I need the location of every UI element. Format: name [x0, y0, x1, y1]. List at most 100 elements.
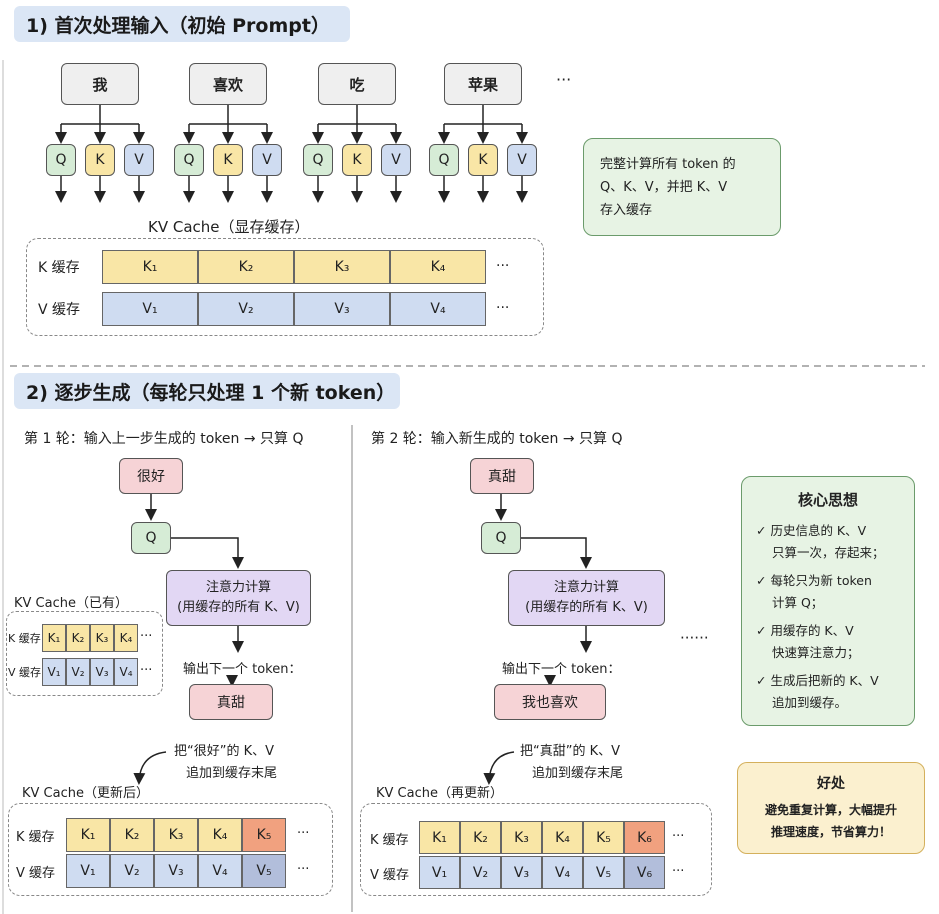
k-cache-cell: K₅ [583, 821, 624, 854]
v-row-ellipsis: ··· [496, 300, 510, 316]
token-box-4: 苹果 [444, 63, 522, 105]
benefit-line2: 推理速度，节省算力！ [770, 825, 891, 839]
token-box-3: 吃 [318, 63, 396, 105]
core-idea-line: 追加到缓存。 [772, 695, 848, 710]
section2-title: 2) 逐步生成（每轮只处理 1 个新 token） [14, 373, 400, 409]
round1-cache-title: KV Cache（已有） [14, 596, 128, 611]
round2-append-line2: 追加到缓存末尾 [532, 766, 624, 781]
round1-u-k-label: K 缓存 [16, 830, 55, 845]
v-cache-cell: V₄ [198, 854, 242, 888]
round1-u-k-ellipsis: ··· [297, 826, 310, 841]
round2-more-ellipsis: ······ [680, 629, 709, 647]
v-cache-cell: V₄ [542, 856, 583, 889]
round2-q-box: Q [481, 522, 521, 554]
token-box-1: 我 [61, 63, 139, 105]
round1-heading: 第 1 轮：输入上一步生成的 token → 只算 Q [24, 431, 304, 447]
v-cache-cell: V₂ [110, 854, 154, 888]
v-cache-cell: V₄ [114, 658, 138, 686]
benefit-title: 好处 [817, 776, 845, 792]
round2-u-k-label: K 缓存 [370, 833, 409, 848]
kv-cache-title: KV Cache（显存缓存） [148, 218, 310, 236]
v-cache-cell: V₂ [66, 658, 90, 686]
core-idea-item: ✓ 历史信息的 K、V 只算一次，存起来； [756, 520, 914, 564]
v-cache-cell: V₂ [198, 292, 294, 326]
core-idea-line: ✓ 用缓存的 K、V [756, 623, 854, 638]
core-idea-line: 快速算注意力； [772, 645, 860, 660]
v-cache-cell: V₁ [102, 292, 198, 326]
token-ellipsis: ··· [556, 70, 572, 89]
round1-k-label: K 缓存 [8, 632, 41, 645]
k-cache-cell: K₄ [390, 250, 486, 284]
round1-u-v-label: V 缓存 [16, 866, 56, 881]
k-cache-label: K 缓存 [38, 260, 80, 276]
core-idea-line: ✓ 历史信息的 K、V [756, 523, 867, 538]
qkv-box-q: Q [174, 144, 204, 176]
core-idea-line: 只算一次，存起来； [772, 545, 885, 560]
v-cache-cell: V₃ [501, 856, 542, 889]
kv-cache-frame [26, 238, 544, 336]
new-v-cell: V₅ [242, 854, 286, 888]
k-cache-cell: K₄ [542, 821, 583, 854]
v-cache-cell: V₁ [419, 856, 460, 889]
k-cache-cell: K₁ [42, 624, 66, 652]
round2-attention-box: 注意力计算 (用缓存的所有 K、V) [508, 570, 665, 626]
k-cache-cell: K₄ [198, 818, 242, 852]
round1-cache-frame [6, 611, 163, 696]
k-cache-cell: K₂ [110, 818, 154, 852]
round1-v-ellipsis: ··· [140, 663, 153, 678]
round1-q-box: Q [131, 522, 171, 554]
round2-u-v-label: V 缓存 [370, 868, 410, 883]
attention-title: 注意力计算 [553, 580, 619, 595]
qkv-box-q: Q [429, 144, 459, 176]
round1-k-ellipsis: ··· [140, 629, 153, 644]
new-k-cell: K₅ [242, 818, 286, 852]
v-cache-cell: V₅ [583, 856, 624, 889]
round2-updated-frame [360, 803, 712, 896]
k-cache-cell: K₂ [198, 250, 294, 284]
new-k-cell: K₆ [624, 821, 665, 854]
round1-output-label: 输出下一个 token： [183, 662, 302, 677]
token-box-2: 喜欢 [189, 63, 267, 105]
k-cache-cell: K₃ [154, 818, 198, 852]
note-line: 完整计算所有 token 的 [600, 157, 736, 172]
k-cache-cell: K₃ [501, 821, 542, 854]
round1-updated-title: KV Cache（更新后） [22, 786, 149, 801]
v-cache-cell: V₃ [154, 854, 198, 888]
note-line: Q、K、V，并把 K、V [600, 180, 728, 195]
core-idea-item: ✓ 生成后把新的 K、V 追加到缓存。 [756, 670, 914, 714]
note-line: 存入缓存 [600, 203, 653, 218]
section1-title: 1) 首次处理输入（初始 Prompt） [14, 6, 350, 42]
round1-append-line1: 把“很好”的 K、V [174, 744, 275, 759]
core-idea-line: 计算 Q； [772, 595, 824, 610]
k-cache-cell: K₁ [102, 250, 198, 284]
v-cache-cell: V₂ [460, 856, 501, 889]
v-cache-cell: V₃ [294, 292, 390, 326]
core-idea-line: ✓ 生成后把新的 K、V [756, 673, 879, 688]
k-cache-cell: K₃ [294, 250, 390, 284]
qkv-box-q: Q [46, 144, 76, 176]
k-cache-cell: K₂ [66, 624, 90, 652]
round2-heading: 第 2 轮：输入新生成的 token → 只算 Q [371, 431, 623, 447]
round2-output-token: 我也喜欢 [494, 684, 606, 720]
benefit-panel: 好处 避免重复计算，大幅提升 推理速度，节省算力！ [737, 762, 925, 854]
section1-note: 完整计算所有 token 的 Q、K、V，并把 K、V 存入缓存 [583, 138, 781, 236]
round2-input-token: 真甜 [470, 458, 534, 494]
k-cache-cell: K₄ [114, 624, 138, 652]
round1-append-line2: 追加到缓存末尾 [186, 766, 278, 781]
v-cache-cell: V₁ [66, 854, 110, 888]
v-cache-label: V 缓存 [38, 302, 81, 318]
qkv-box-v: V [381, 144, 411, 176]
v-cache-cell: V₄ [390, 292, 486, 326]
k-cache-cell: K₁ [419, 821, 460, 854]
k-cache-cell: K₁ [66, 818, 110, 852]
round1-attention-box: 注意力计算 (用缓存的所有 K、V) [166, 570, 311, 626]
qkv-box-k: K [213, 144, 243, 176]
k-row-ellipsis: ··· [496, 258, 510, 274]
round2-append-line1: 把“真甜”的 K、V [520, 744, 621, 759]
core-idea-item: ✓ 用缓存的 K、V 快速算注意力； [756, 620, 914, 664]
round1-updated-frame [8, 803, 333, 896]
round2-output-label: 输出下一个 token： [502, 662, 621, 677]
